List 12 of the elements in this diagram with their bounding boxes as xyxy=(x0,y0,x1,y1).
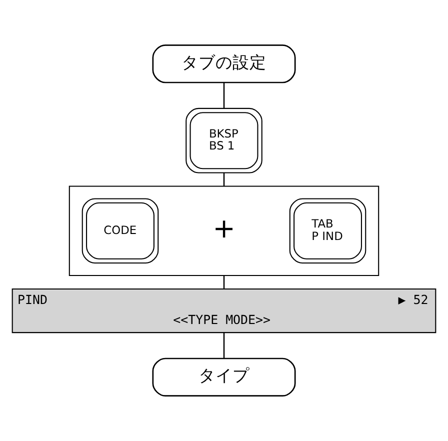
connector xyxy=(223,332,225,358)
connector xyxy=(223,276,225,289)
node-box: CODE xyxy=(82,198,159,264)
connector xyxy=(223,173,225,186)
label: + xyxy=(212,213,236,244)
node-box: TAB P IND xyxy=(289,198,366,264)
node-box: BKSP BS 1 xyxy=(186,108,262,174)
node-box: タイプ xyxy=(152,358,296,397)
cluster xyxy=(68,186,380,276)
node-box: タブの設定 xyxy=(152,44,296,84)
node-box: PIND ▶ 52 <<TYPE MODE>> xyxy=(12,288,436,334)
connector xyxy=(223,82,225,108)
